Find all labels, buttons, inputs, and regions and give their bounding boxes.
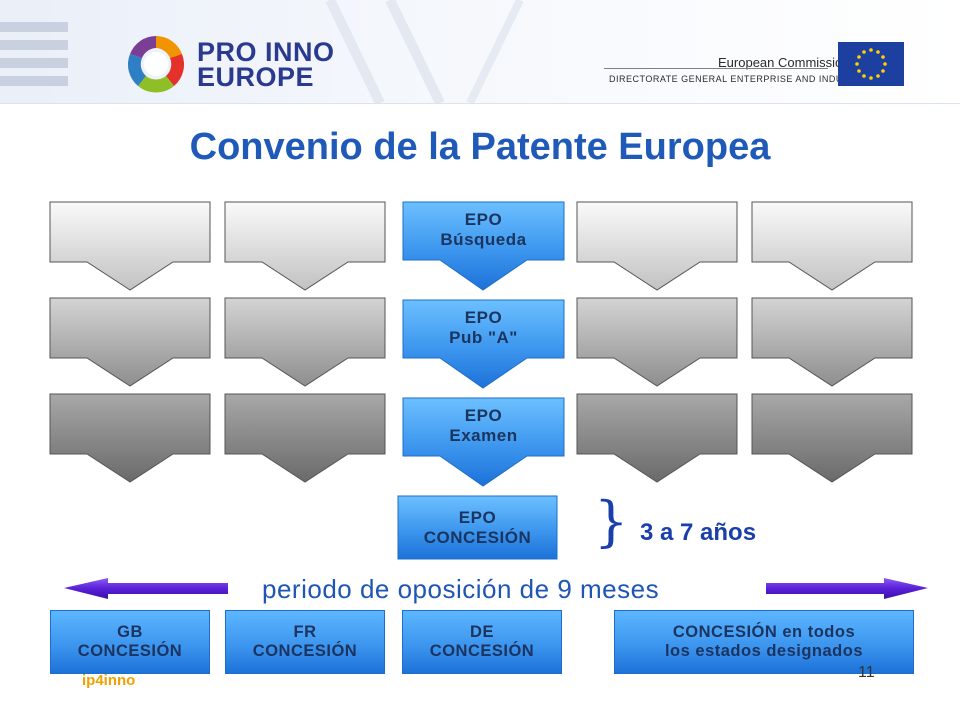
epo-label-line2: Búsqueda xyxy=(440,230,527,249)
commission-name: European Commission xyxy=(718,55,850,70)
grant-box-fr: FR CONCESIÓN xyxy=(225,610,385,674)
page-number: 11 xyxy=(858,664,875,681)
grant-line2: los estados designados xyxy=(664,642,864,660)
grant-box-gb: GB CONCESIÓN xyxy=(50,610,210,674)
epo-step-arrow xyxy=(402,299,565,389)
epo-label-line1: EPO xyxy=(464,308,503,327)
opposition-right-arrow xyxy=(766,578,928,599)
epo-label-line1: EPO xyxy=(464,406,503,425)
slide-title: Convenio de la Patente Europea xyxy=(189,126,771,168)
gray-step-arrow xyxy=(751,393,913,483)
grant-line1: GB xyxy=(117,623,143,641)
grant-box-de: DE CONCESIÓN xyxy=(402,610,562,674)
epo-step-arrow xyxy=(402,201,565,291)
directorate-name: DIRECTORATE GENERAL ENTERPRISE AND INDUS… xyxy=(609,74,869,84)
eu-flag-icon xyxy=(838,42,904,86)
grant-line1: DE xyxy=(470,623,494,641)
grant-line2: CONCESIÓN xyxy=(77,642,183,660)
gray-step-arrow xyxy=(49,297,211,387)
epo-search-label: EPO Búsqueda xyxy=(403,210,564,250)
duration-brace: } xyxy=(594,490,629,553)
brand-line1: PRO INNO xyxy=(197,37,335,67)
gray-step-arrow xyxy=(49,393,211,483)
brand-line2: EUROPE xyxy=(197,62,315,92)
commission-divider xyxy=(604,68,828,69)
opposition-left-arrow xyxy=(64,578,228,599)
grant-line1: CONCESIÓN en todos xyxy=(672,623,856,641)
brand-wordmark: PRO INNO EUROPE xyxy=(197,37,335,92)
grant-line2: CONCESIÓN xyxy=(429,642,535,660)
epo-label-line2: Examen xyxy=(449,426,518,445)
pro-inno-logo-icon xyxy=(127,36,185,93)
gray-step-arrow xyxy=(224,393,386,483)
epo-examination-label: EPO Examen xyxy=(403,406,564,446)
grant-box-all-states: CONCESIÓN en todos los estados designado… xyxy=(614,610,914,674)
epo-label-line2: CONCESIÓN xyxy=(423,528,532,547)
header-stripes xyxy=(0,0,524,103)
footer-brand: ip4inno xyxy=(82,672,136,689)
duration-label: 3 a 7 años xyxy=(640,519,757,546)
epo-publication-label: EPO Pub "A" xyxy=(403,308,564,348)
grant-line2: CONCESIÓN xyxy=(252,642,358,660)
opposition-period-label: periodo de oposición de 9 meses xyxy=(262,574,660,604)
gray-step-arrow xyxy=(576,393,738,483)
gray-step-arrow xyxy=(224,201,386,291)
gray-step-arrow xyxy=(576,297,738,387)
epo-grant-label: EPO CONCESIÓN xyxy=(398,508,557,548)
gray-step-arrow xyxy=(751,297,913,387)
epo-grant-box xyxy=(397,495,558,560)
epo-step-arrow xyxy=(402,397,565,487)
gray-step-arrow xyxy=(576,201,738,291)
gray-step-arrow xyxy=(751,201,913,291)
header-banner: PRO INNO EUROPE European Commission DIRE… xyxy=(0,0,960,104)
grant-line1: FR xyxy=(293,623,317,641)
epo-label-line1: EPO xyxy=(458,508,497,527)
epo-label-line2: Pub "A" xyxy=(449,328,518,347)
gray-step-arrow xyxy=(49,201,211,291)
gray-step-arrow xyxy=(224,297,386,387)
epo-label-line1: EPO xyxy=(464,210,503,229)
